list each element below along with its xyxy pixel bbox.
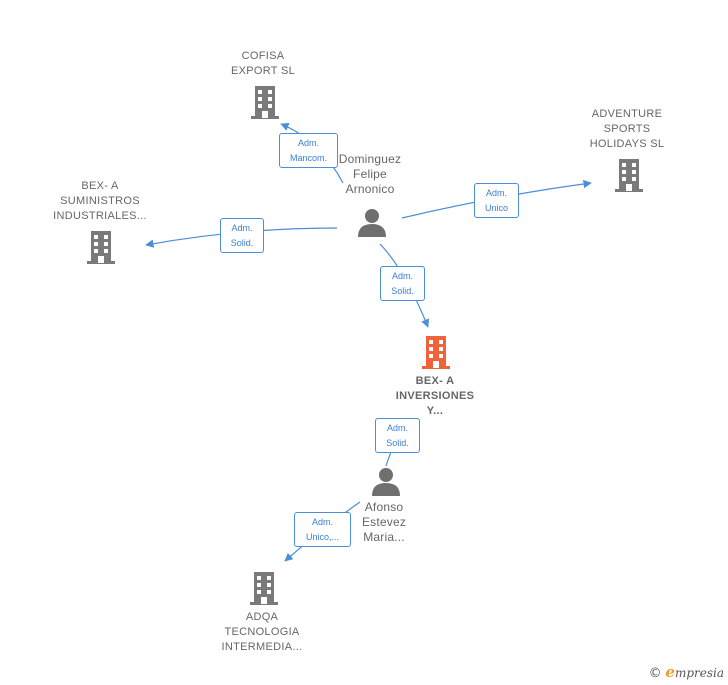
building-icon[interactable] [249,84,281,120]
node-label-afonso[interactable]: Afonso Estevez Maria... [361,500,407,544]
edge-badge-cofisa[interactable]: Adm. Mancom. [279,133,338,168]
person-icon[interactable] [356,206,388,238]
node-label-dominguez[interactable]: Dominguez Felipe Arnonico [338,152,402,196]
edge-badge-adventure[interactable]: Adm. Unico [474,183,519,218]
brand-watermark: © empresia [649,663,724,681]
node-label-suministros[interactable]: BEX- A SUMINISTROS INDUSTRIALES... [53,180,147,222]
edge-badge-afonso-inversiones[interactable]: Adm. Solid. [375,418,420,453]
node-label-cofisa[interactable]: COFISA EXPORT SL [230,50,296,77]
brand-logo-text: mpresia [674,666,724,680]
copyright-symbol: © [648,666,662,681]
building-icon-focus[interactable] [420,334,452,370]
node-label-adqa[interactable]: ADQA TECNOLOGIA INTERMEDIA... [221,611,303,653]
edge-badge-inversiones[interactable]: Adm. Solid. [380,266,425,301]
edge-badge-adqa[interactable]: Adm. Unico,... [294,512,351,547]
edge-badge-suministros[interactable]: Adm. Solid. [220,218,264,253]
building-icon[interactable] [613,157,645,193]
node-label-inversiones[interactable]: BEX- A INVERSIONES Y... [395,375,475,417]
building-icon[interactable] [85,229,117,265]
brand-logo-initial: e [665,663,675,681]
person-icon[interactable] [370,465,402,497]
building-icon[interactable] [248,570,280,606]
node-label-adventure[interactable]: ADVENTURE SPORTS HOLIDAYS SL [589,108,665,150]
